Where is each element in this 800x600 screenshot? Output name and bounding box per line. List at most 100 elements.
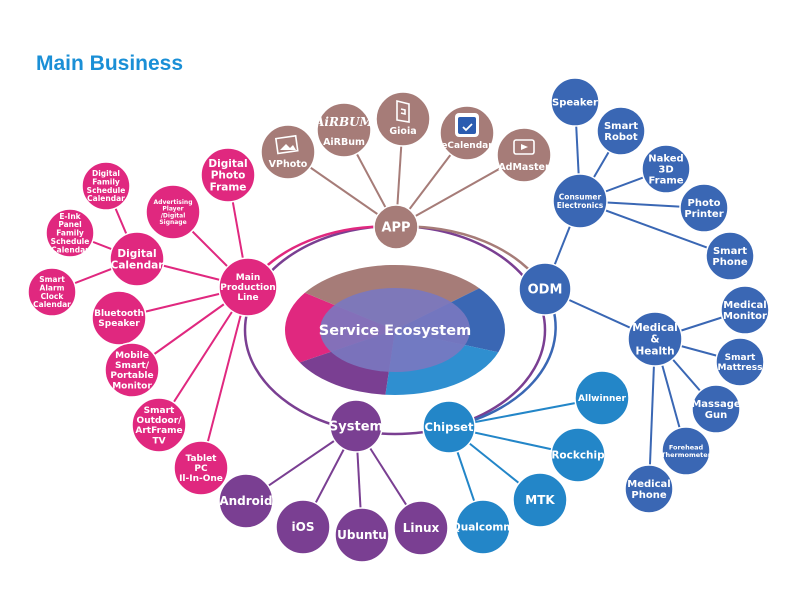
node-android-label: Android bbox=[219, 494, 272, 508]
node-digital-calendar-circle bbox=[109, 231, 165, 287]
node-qualcomm-circle bbox=[455, 499, 511, 555]
node-medical-health[interactable]: Medical&Health bbox=[627, 311, 683, 367]
node-rockchip[interactable]: Rockchip bbox=[550, 427, 606, 483]
node-smart-robot-circle bbox=[596, 106, 646, 156]
node-allwinner[interactable]: Allwinner bbox=[574, 370, 630, 426]
page-title: Main Business bbox=[36, 52, 184, 75]
node-linux-label: Linux bbox=[403, 521, 440, 535]
connector-line bbox=[200, 286, 249, 469]
node-medical-monitor-circle bbox=[720, 285, 770, 335]
node-allwinner-circle bbox=[574, 370, 630, 426]
node-speaker[interactable]: Speaker bbox=[550, 77, 600, 127]
node-ecalendar[interactable]: eCalendar bbox=[439, 105, 495, 161]
node-photo-printer-circle bbox=[679, 183, 729, 233]
node-vphoto[interactable]: VPhoto bbox=[260, 124, 316, 180]
node-ios[interactable]: iOS bbox=[275, 499, 331, 555]
node-admaster-label: AdMaster bbox=[498, 162, 550, 173]
photo-icon bbox=[274, 134, 299, 155]
hub-app-circle bbox=[373, 204, 419, 250]
node-advertising-player-digital-signage-circle bbox=[145, 184, 201, 240]
node-linux[interactable]: Linux bbox=[393, 500, 449, 556]
hub-app[interactable]: APP bbox=[373, 204, 419, 250]
node-medical-health-label: Medical&Health bbox=[632, 322, 678, 358]
hub-odm-label: ODM bbox=[528, 283, 563, 298]
hub-odm[interactable]: ODM bbox=[518, 262, 572, 316]
node-qualcomm[interactable]: Qualcomm bbox=[452, 499, 514, 555]
nodes: VPhoto AiRBumAiRBUMGioiaeCalendarAdMaster… bbox=[27, 77, 770, 563]
hub-system[interactable]: System bbox=[329, 399, 383, 453]
node-linux-circle bbox=[393, 500, 449, 556]
node-naked-3d-frame-circle bbox=[641, 144, 691, 194]
node-allwinner-label: Allwinner bbox=[578, 394, 626, 404]
node-medical-phone-circle bbox=[624, 464, 674, 514]
node-ubuntu[interactable]: Ubuntu bbox=[334, 507, 390, 563]
node-airbum-circle bbox=[316, 102, 372, 158]
service-ecosystem[interactable]: Service Ecosystem bbox=[284, 265, 506, 396]
hub-chipset[interactable]: Chipset bbox=[422, 400, 476, 454]
node-digital-family-schedule-calendar-circle bbox=[81, 161, 131, 211]
hub-system-label: System bbox=[329, 420, 383, 435]
airbum-logo: AiRBUM bbox=[314, 115, 373, 129]
node-forehead-thermometer-circle bbox=[661, 426, 711, 476]
node-mobile-smart-portable-monitor-circle bbox=[104, 342, 160, 398]
node-massage-gun-circle bbox=[691, 384, 741, 434]
node-admaster[interactable]: AdMaster bbox=[496, 127, 552, 183]
node-speaker-circle bbox=[550, 77, 600, 127]
node-smart-alarm-clock-calendar-circle bbox=[27, 267, 77, 317]
node-gioia-circle bbox=[375, 91, 431, 147]
node-e-ink-panel-family-schedule-calendar-circle bbox=[45, 208, 95, 258]
hub-system-circle bbox=[329, 399, 383, 453]
node-speaker-label: Speaker bbox=[552, 98, 598, 109]
gioia-logo bbox=[396, 99, 410, 123]
node-mtk-label: MTK bbox=[525, 493, 555, 507]
node-vphoto-label: VPhoto bbox=[269, 159, 308, 170]
node-ubuntu-label: Ubuntu bbox=[337, 528, 387, 542]
node-gioia[interactable]: Gioia bbox=[375, 91, 431, 147]
node-android[interactable]: Android bbox=[218, 473, 274, 529]
hub-app-label: APP bbox=[381, 221, 410, 236]
node-bluetooth-speaker-circle bbox=[91, 290, 147, 346]
node-mtk[interactable]: MTK bbox=[512, 472, 568, 528]
node-smart-outdoor-artframe-tv-circle bbox=[131, 397, 187, 453]
hub-chipset-label: Chipset bbox=[425, 420, 474, 434]
